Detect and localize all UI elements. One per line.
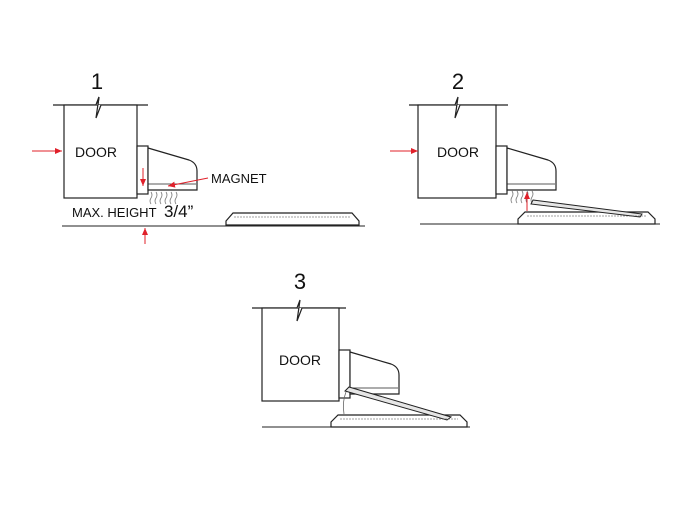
door-label: DOOR	[437, 144, 479, 160]
door-label: DOOR	[75, 144, 117, 160]
max-height-value: 3/4”	[164, 202, 194, 221]
door	[409, 96, 508, 199]
magnet-pointer-arrow	[167, 177, 209, 188]
magnetic-field	[149, 191, 178, 205]
floor-plate	[517, 199, 656, 225]
step-number: 1	[91, 69, 103, 94]
panel-3: 3 DOOR	[252, 269, 470, 428]
step-number: 3	[294, 269, 306, 294]
door	[53, 96, 148, 199]
magnet-holder	[495, 145, 557, 195]
door-label: DOOR	[279, 352, 321, 368]
floor-plate	[225, 212, 360, 226]
max-height-label: MAX. HEIGHT 3/4”	[72, 202, 194, 221]
panel-2: 2 DOOR	[390, 69, 660, 225]
door	[252, 299, 346, 402]
magnet-holder	[136, 145, 198, 195]
floor-plate	[330, 386, 468, 428]
magnet-label: MAGNET	[211, 171, 267, 186]
panel-1: 1 DOOR	[32, 69, 365, 244]
max-height-prefix: MAX. HEIGHT	[72, 205, 157, 220]
magnetic-field	[510, 190, 534, 204]
step-number: 2	[452, 69, 464, 94]
magnet-holder	[338, 349, 400, 399]
